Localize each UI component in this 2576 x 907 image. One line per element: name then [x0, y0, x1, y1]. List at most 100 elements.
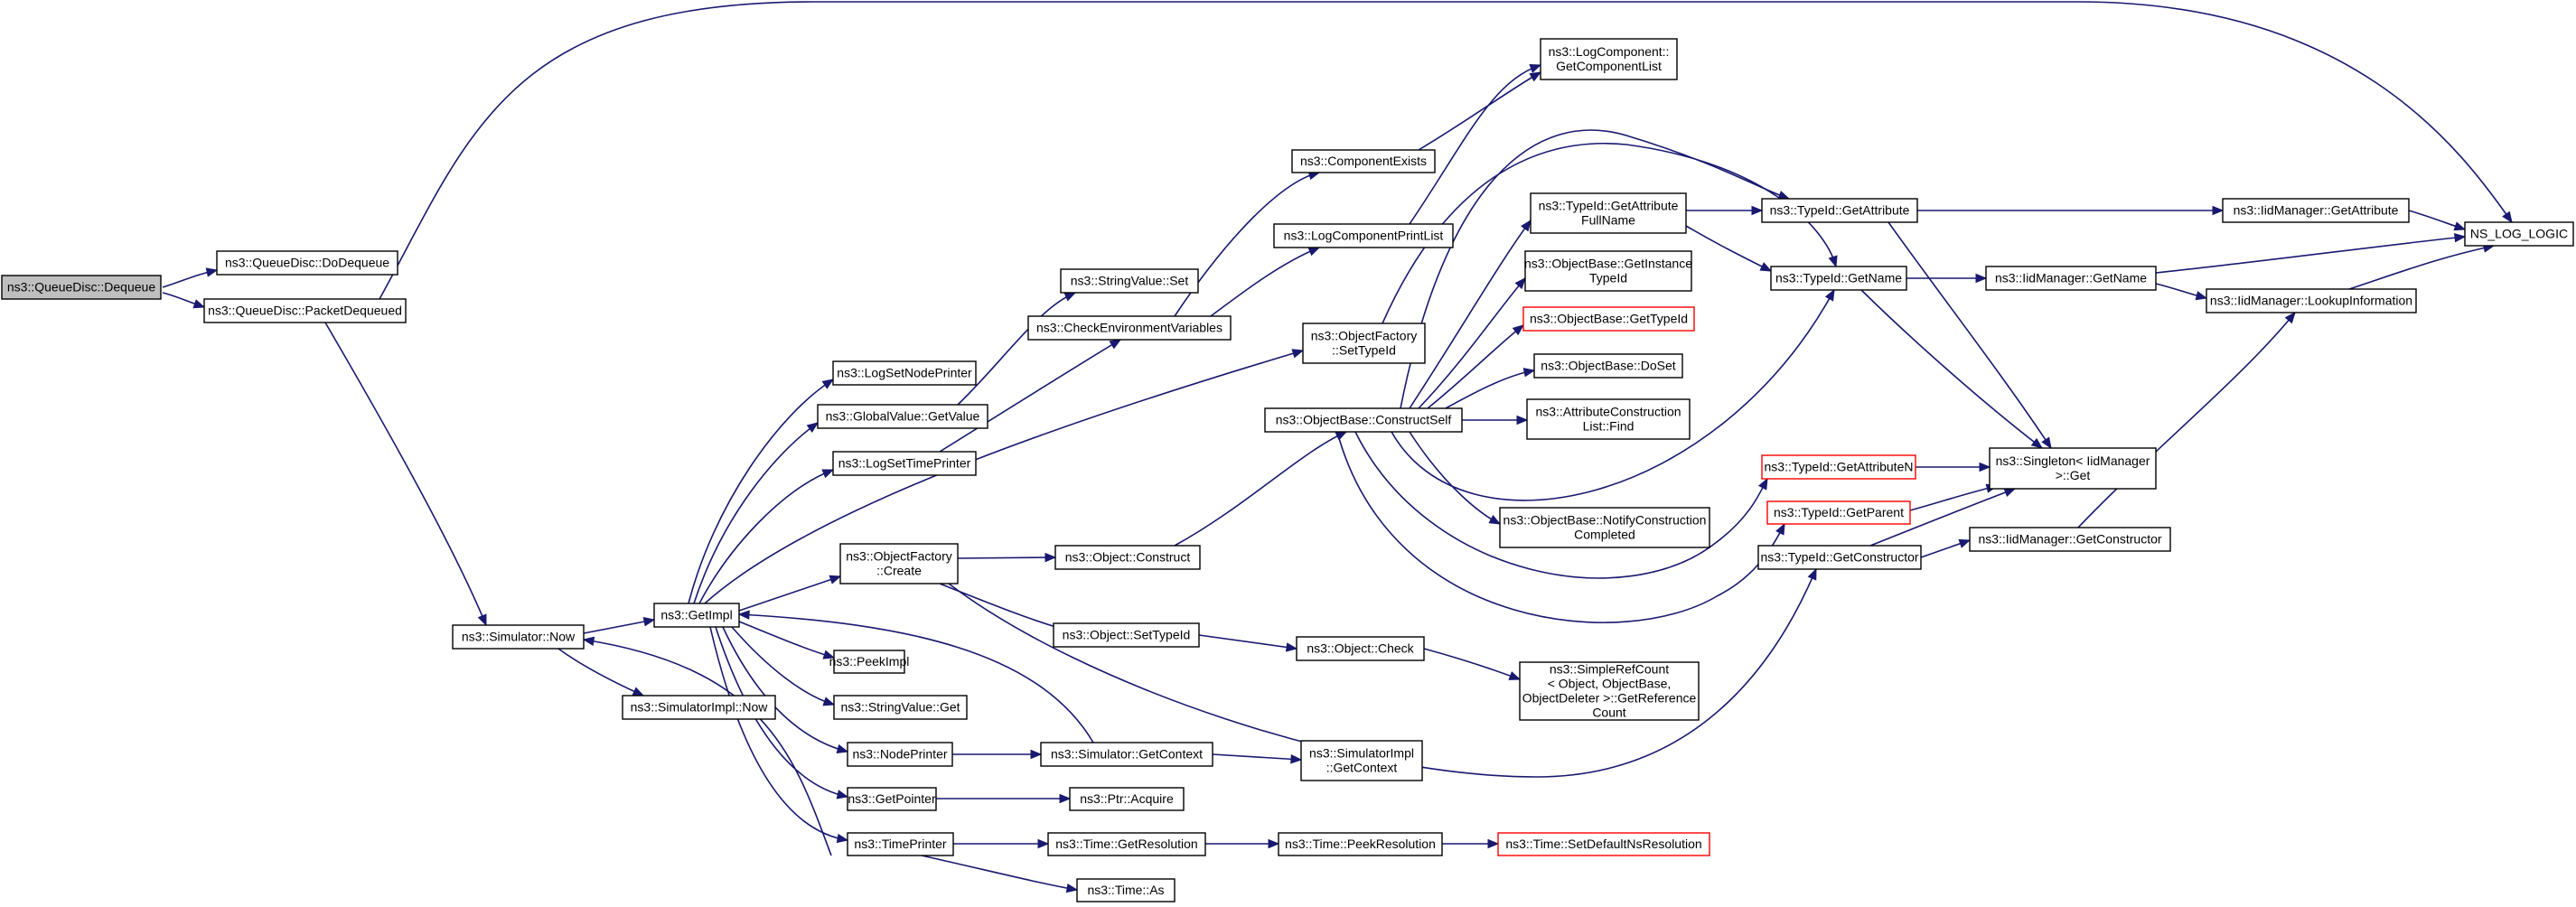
edge-getpointer-to-ptracquire: [936, 793, 1072, 804]
node-nodeprinter[interactable]: ns3::NodePrinter: [847, 742, 953, 767]
node-ptracquire[interactable]: ns3::Ptr::Acquire: [1069, 787, 1185, 811]
node-simimplgetcontext[interactable]: ns3::SimulatorImpl::GetContext: [1300, 740, 1423, 781]
node-label: ns3::ObjectBase::NotifyConstruction: [1503, 512, 1707, 527]
node-timesetdefault[interactable]: ns3::Time::SetDefaultNsResolution: [1497, 832, 1710, 856]
node-dodequeue[interactable]: ns3::QueueDisc::DoDequeue: [216, 250, 398, 276]
node-label: ns3::GetPointer: [848, 791, 936, 806]
edge-objbaseconstructself-to-objbasenotify: [1409, 431, 1502, 525]
node-label: ns3::QueueDisc::Dequeue: [7, 279, 155, 294]
node-box: [1530, 192, 1687, 234]
edge-objfactorycreate-to-typeidgetconstructor: [948, 567, 1817, 778]
node-timepeekres[interactable]: ns3::Time::PeekResolution: [1278, 832, 1443, 856]
node-objconstruct[interactable]: ns3::Object::Construct: [1054, 545, 1201, 570]
node-objbasenotify[interactable]: ns3::ObjectBase::NotifyConstructionCompl…: [1499, 507, 1710, 548]
node-box: [1300, 740, 1423, 781]
edge-typeidgetconstructor-to-iidgetconstructor: [1920, 538, 1972, 558]
node-simnow[interactable]: ns3::Simulator::Now: [452, 624, 585, 650]
node-label: ns3::SimpleRefCount: [1550, 661, 1669, 676]
node-iidlookup[interactable]: ns3::IidManager::LookupInformation: [2206, 288, 2417, 313]
node-box: [203, 298, 407, 323]
edge-objbaseconstructself-to-objbasegettypeid: [1427, 324, 1525, 409]
node-objfactorycreate[interactable]: ns3::ObjectFactory::Create: [839, 543, 959, 584]
node-box: [2464, 221, 2574, 247]
node-iidgetname[interactable]: ns3::IidManager::GetName: [1985, 266, 2157, 291]
node-objbaseconstructself[interactable]: ns3::ObjectBase::ConstructSelf: [1264, 407, 1463, 433]
node-getimpl[interactable]: ns3::GetImpl: [653, 603, 740, 628]
node-objcheck[interactable]: ns3::Object::Check: [1296, 636, 1425, 661]
node-typeidgetattributen[interactable]: ns3::TypeId::GetAttributeN: [1761, 454, 1916, 480]
node-box: [847, 787, 937, 811]
node-objbasedoset[interactable]: ns3::ObjectBase::DoSet: [1533, 353, 1683, 379]
node-componentexists[interactable]: ns3::ComponentExists: [1291, 149, 1436, 173]
node-singletonget[interactable]: ns3::Singleton< IidManager>::Get: [1989, 447, 2157, 490]
edge-objfactorycreate-to-objconstruct: [957, 552, 1057, 563]
node-simplerefcount[interactable]: ns3::SimpleRefCount< Object, ObjectBase,…: [1519, 661, 1700, 721]
node-iidgetconstructor[interactable]: ns3::IidManager::GetConstructor: [1969, 527, 2171, 552]
node-timeas[interactable]: ns3::Time::As: [1076, 878, 1176, 902]
node-box: [833, 695, 968, 720]
call-edges: [162, 1, 2513, 893]
node-box: [847, 742, 953, 767]
node-logcompprintlist[interactable]: ns3::LogComponentPrintList: [1273, 223, 1454, 248]
edge-timeprinter-to-timeas: [921, 855, 1079, 893]
node-getpointer[interactable]: ns3::GetPointer: [847, 787, 937, 811]
node-box: [1766, 500, 1911, 525]
node-peekimpl[interactable]: ns3::PeekImpl: [829, 650, 910, 674]
edge-typeidgetattrfullname-to-typeidgetattribute: [1686, 205, 1764, 216]
node-label: ns3::ObjectBase::GetTypeId: [1530, 311, 1688, 325]
node-logsettimeprinter[interactable]: ns3::LogSetTimePrinter: [832, 451, 977, 476]
node-label: ns3::TypeId::GetAttributeN: [1765, 459, 1914, 473]
edge-getimpl-to-getpointer: [715, 626, 849, 799]
node-timeprinter[interactable]: ns3::TimePrinter: [847, 832, 954, 856]
node-timegetres[interactable]: ns3::Time::GetResolution: [1047, 832, 1206, 856]
node-packetdequeued[interactable]: ns3::QueueDisc::PacketDequeued: [203, 298, 407, 323]
node-objsettypeid[interactable]: ns3::Object::SetTypeId: [1053, 622, 1200, 648]
edge-getimpl-to-objfactorysettypeid: [704, 349, 1305, 604]
node-typeidgetconstructor[interactable]: ns3::TypeId::GetConstructor: [1757, 545, 1922, 570]
node-label: ns3::Object::Check: [1307, 641, 1414, 655]
node-label: ns3::Simulator::Now: [462, 629, 576, 643]
node-box: [1989, 447, 2157, 490]
node-label: ns3::TypeId::GetAttribute: [1539, 198, 1679, 212]
node-dequeue[interactable]: ns3::QueueDisc::Dequeue: [1, 275, 162, 300]
node-box: [1069, 787, 1185, 811]
edge-getimpl-to-globalvaluegetvalue: [693, 422, 820, 604]
edge-typeidgetparent-to-singletonget: [1909, 483, 1999, 511]
edge-iidgetname-to-nsloglogic: [2155, 232, 2467, 274]
node-objbasegettypeid[interactable]: ns3::ObjectBase::GetTypeId: [1522, 306, 1695, 332]
edge-objsettypeid-to-objcheck: [1198, 634, 1298, 652]
node-typeidgetparent[interactable]: ns3::TypeId::GetParent: [1766, 500, 1911, 525]
edge-logsettimeprinter-to-checkenv: [939, 339, 1122, 453]
node-box: [653, 603, 740, 628]
node-label: ns3::TypeId::GetConstructor: [1760, 549, 1918, 564]
node-stringvalueget[interactable]: ns3::StringValue::Get: [833, 695, 968, 720]
node-typeidgetname[interactable]: ns3::TypeId::GetName: [1770, 266, 1907, 291]
node-label: ns3::LogComponent::: [1549, 44, 1670, 59]
node-label: GetComponentList: [1556, 59, 1662, 73]
node-checkenv[interactable]: ns3::CheckEnvironmentVariables: [1027, 315, 1232, 341]
node-label: ns3::PeekImpl: [829, 654, 910, 669]
node-label: ns3::Object::SetTypeId: [1063, 627, 1191, 641]
node-simgetcontext[interactable]: ns3::Simulator::GetContext: [1040, 742, 1213, 767]
call-nodes: ns3::QueueDisc::Dequeue ns3::QueueDisc::D…: [1, 38, 2574, 902]
node-iidgetattribute[interactable]: ns3::IidManager::GetAttribute: [2222, 198, 2410, 223]
node-label: ObjectDeleter >::GetReference: [1522, 690, 1697, 705]
node-logcompgetlist[interactable]: ns3::LogComponent::GetComponentList: [1540, 38, 1678, 80]
node-simimplnow[interactable]: ns3::SimulatorImpl::Now: [622, 695, 776, 720]
node-stringvalueset[interactable]: ns3::StringValue::Set: [1060, 268, 1199, 294]
node-label: ns3::Time::SetDefaultNsResolution: [1505, 837, 1701, 851]
node-label: ns3::GetImpl: [660, 607, 732, 622]
edge-typeidgetattributen-to-singletonget: [1916, 462, 1991, 472]
node-globalvaluegetvalue[interactable]: ns3::GlobalValue::GetValue: [817, 404, 988, 429]
edge-objbaseconstructself-to-typeidgetname: [1391, 288, 1835, 501]
node-label: ns3::TypeId::GetName: [1775, 270, 1902, 285]
node-objfactorysettypeid[interactable]: ns3::ObjectFactory::SetTypeId: [1302, 323, 1426, 364]
node-nsloglogic[interactable]: NS_LOG_LOGIC: [2464, 221, 2574, 247]
node-label: ns3::ObjectBase::ConstructSelf: [1276, 412, 1452, 426]
node-logsetnodeprinter[interactable]: ns3::LogSetNodePrinter: [832, 360, 977, 386]
node-typeidgetattribute[interactable]: ns3::TypeId::GetAttribute: [1761, 198, 1918, 223]
edge-getimpl-to-peekimpl: [738, 621, 836, 659]
